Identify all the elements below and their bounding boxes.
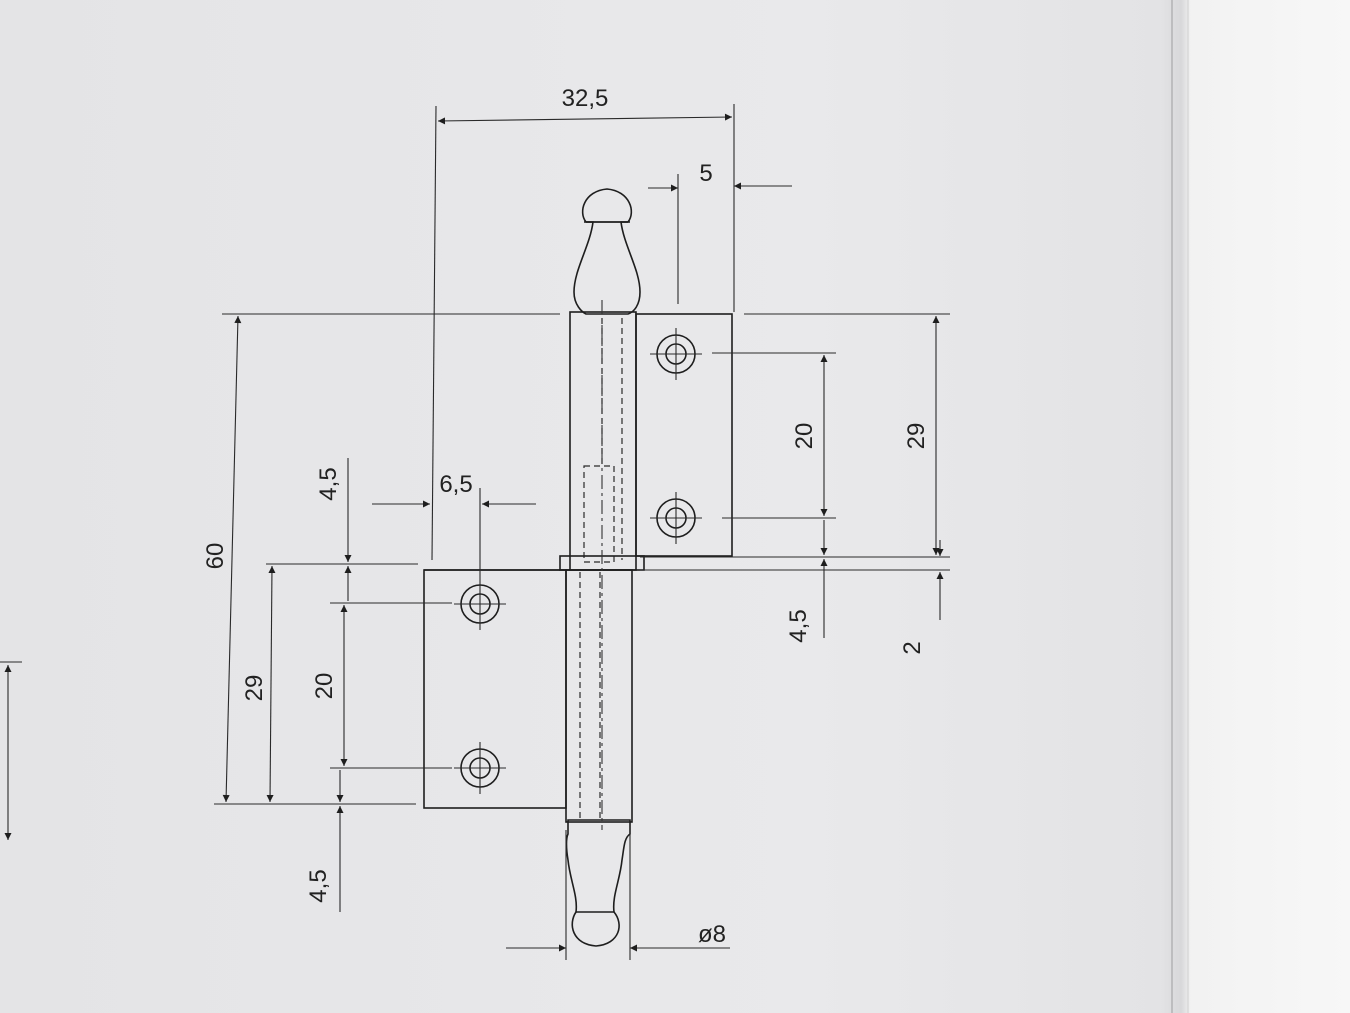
svg-text:5: 5 — [699, 160, 712, 187]
upper-knuckle — [569, 311, 637, 571]
left-margin-dimension — [0, 661, 22, 840]
lower-leaf — [423, 569, 567, 809]
hinge-body — [423, 188, 733, 947]
svg-text:2: 2 — [899, 641, 926, 654]
svg-text:4,5: 4,5 — [305, 869, 332, 902]
dim-leaf-offset: 5 — [648, 160, 792, 304]
svg-text:29: 29 — [903, 423, 930, 450]
svg-text:ø8: ø8 — [698, 921, 726, 948]
lower-hole-top — [454, 578, 506, 630]
svg-text:20: 20 — [311, 673, 338, 700]
dim-upper-right: 20 29 4,5 2 — [640, 313, 950, 655]
svg-text:4,5: 4,5 — [785, 609, 812, 642]
dim-pin-diameter: ø8 — [506, 830, 730, 960]
upper-hole-bottom — [650, 492, 702, 544]
svg-text:32,5: 32,5 — [562, 85, 609, 112]
svg-text:20: 20 — [791, 423, 818, 450]
svg-text:60: 60 — [202, 543, 229, 570]
dim-total-height: 60 — [202, 313, 560, 805]
svg-text:6,5: 6,5 — [439, 471, 472, 498]
lower-hole-bottom — [454, 742, 506, 794]
upper-leaf — [635, 313, 733, 557]
lower-knuckle — [565, 569, 633, 823]
svg-text:4,5: 4,5 — [315, 467, 342, 500]
dim-overall-width: 32,5 — [431, 85, 735, 561]
upper-hole-top — [650, 328, 702, 380]
svg-text:29: 29 — [241, 675, 268, 702]
top-finial — [581, 188, 633, 223]
dim-hole-offset: 6,5 — [372, 471, 536, 578]
bottom-finial — [565, 819, 631, 913]
dim-lower-left: 29 20 4,5 4,5 — [241, 458, 452, 912]
page-edge — [1171, 0, 1189, 1013]
